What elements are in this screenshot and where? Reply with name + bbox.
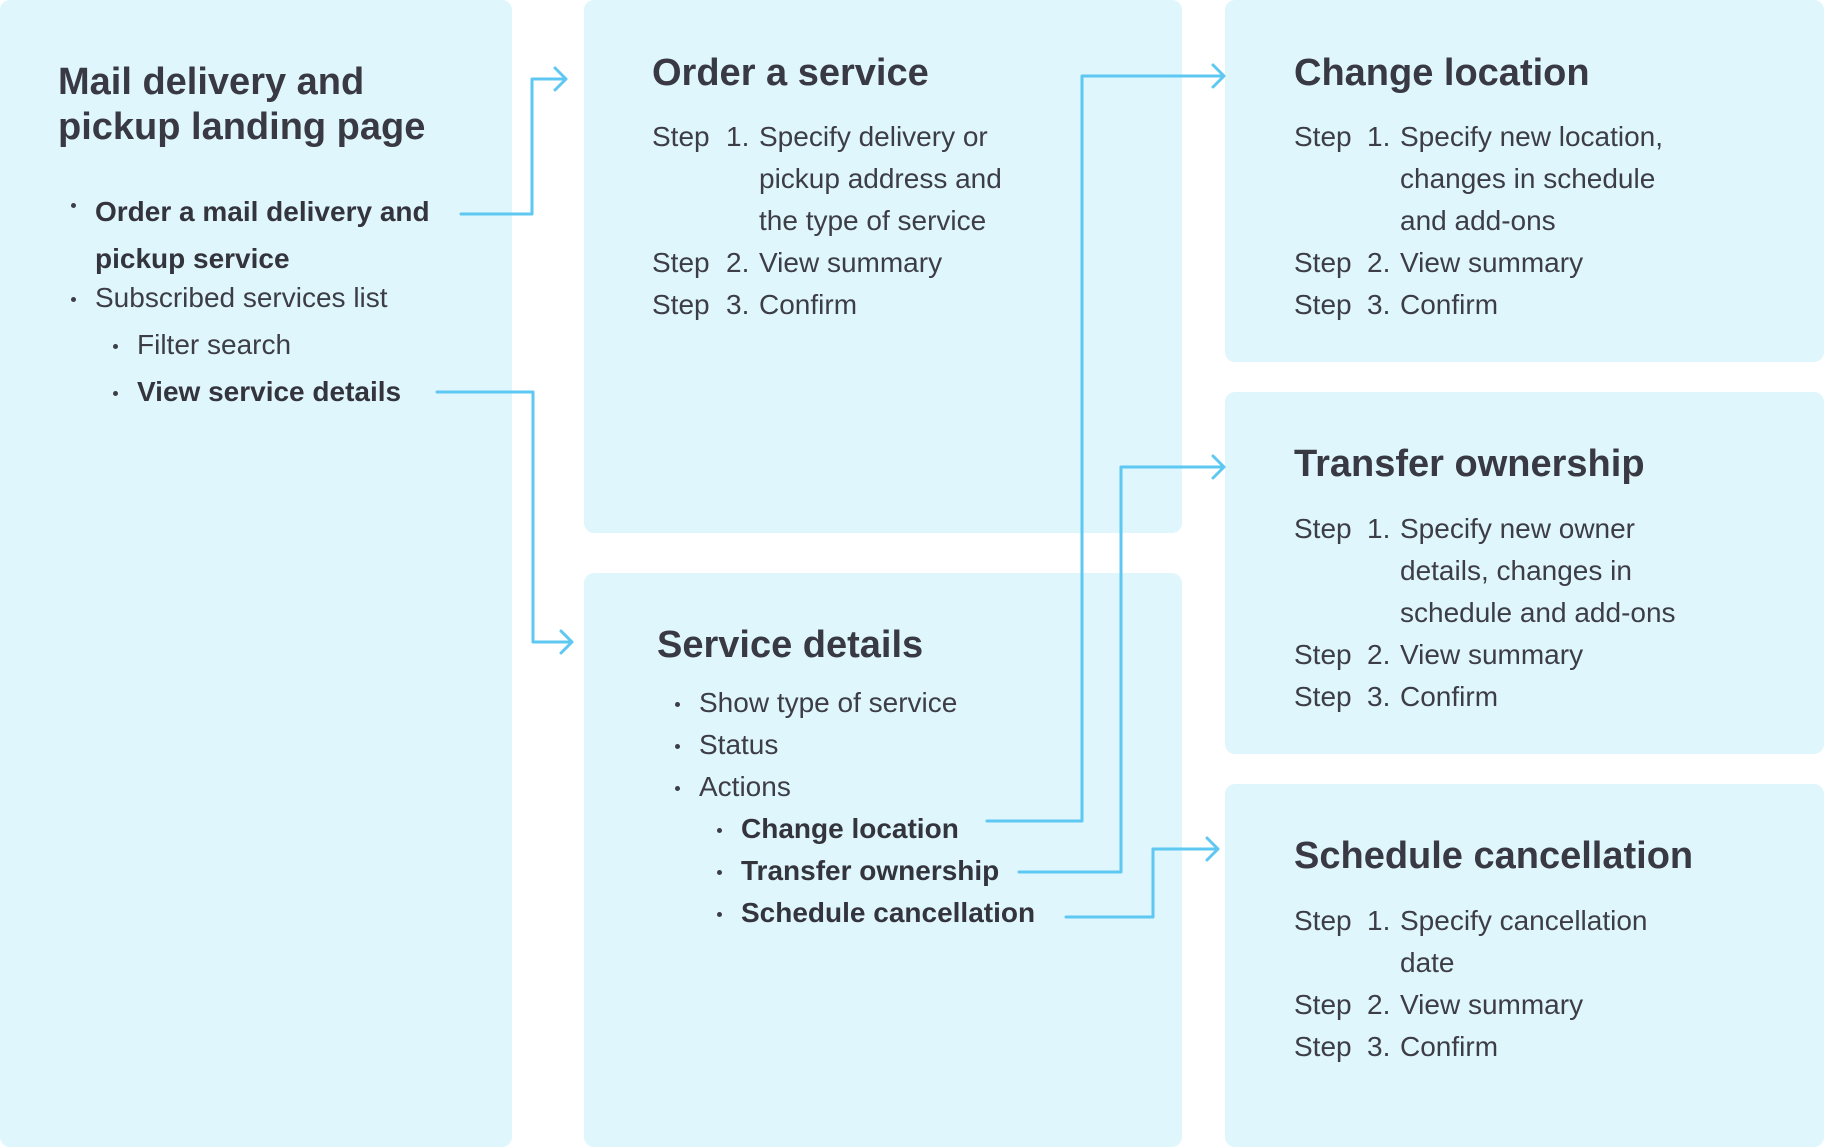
bullet-dot <box>717 870 722 875</box>
transfer-ownership-action[interactable]: Transfer ownership <box>741 855 1000 886</box>
bullet-dot <box>717 828 722 833</box>
bullet-dot <box>675 744 680 749</box>
change-location-panel <box>1225 0 1824 362</box>
transfer-ownership-title: Transfer ownership <box>1294 443 1645 485</box>
bullet-dot <box>113 344 118 349</box>
step-number: 2. <box>726 247 750 278</box>
bullet-dot <box>113 391 118 396</box>
order-link-line1: Order a mail delivery and <box>95 196 430 227</box>
change-location-title: Change location <box>1294 52 1590 94</box>
order-service-title: Order a service <box>652 52 929 94</box>
step-word: Step <box>1294 247 1352 278</box>
status-item: Status <box>699 729 779 760</box>
step-text: Specify cancellation date <box>1400 905 1648 978</box>
step-word: Step <box>652 121 710 152</box>
step-word: Step <box>1294 289 1352 320</box>
bullet-dot <box>675 702 680 707</box>
step-word: Step <box>1294 121 1352 152</box>
step-number: 1. <box>1367 121 1391 152</box>
step-number: 1. <box>1367 513 1391 544</box>
step-text: View summary <box>1400 989 1584 1020</box>
step-text: Specify new owner details, changes in sc… <box>1400 513 1676 628</box>
subscribed-services-list: Subscribed services list <box>95 282 388 313</box>
step-word: Step <box>1294 1031 1352 1062</box>
step-number: 3. <box>1367 289 1391 320</box>
view-service-details-link[interactable]: View service details <box>137 376 402 407</box>
step-text: View summary <box>1400 639 1584 670</box>
arrow-to-schedule-cancellation <box>1064 836 1220 919</box>
step-word: Step <box>1294 905 1352 936</box>
schedule-cancellation-title: Schedule cancellation <box>1294 835 1694 877</box>
show-type-of-service: Show type of service <box>699 687 958 718</box>
arrow-to-change-location <box>985 63 1226 823</box>
bullet-dot <box>71 203 76 208</box>
step-number: 2. <box>1367 639 1391 670</box>
bullet-dot <box>675 786 680 791</box>
step-text: Specify new location, changes in schedul… <box>1400 121 1664 236</box>
step-number: 3. <box>1367 1031 1391 1062</box>
filter-search-link[interactable]: Filter search <box>137 329 292 360</box>
bullet-dot <box>71 297 76 302</box>
step-text: Specify delivery or pickup address and t… <box>759 121 1002 236</box>
step-text: View summary <box>759 247 943 278</box>
step-word: Step <box>1294 639 1352 670</box>
step-number: 2. <box>1367 989 1391 1020</box>
landing-page-panel <box>0 0 512 1147</box>
arrow-order-to-order-service <box>459 66 568 216</box>
service-details-title: Service details <box>657 624 924 666</box>
step-text: Confirm <box>1400 1031 1499 1062</box>
step-number: 3. <box>726 289 750 320</box>
step-word: Step <box>652 289 710 320</box>
landing-title: Mail delivery and pickup landing page <box>58 60 425 150</box>
step-number: 1. <box>726 121 750 152</box>
actions-item: Actions <box>699 771 791 802</box>
landing-title-line1: Mail delivery and <box>58 61 365 103</box>
schedule-cancellation-panel <box>1225 784 1824 1147</box>
step-word: Step <box>1294 681 1352 712</box>
landing-title-line2: pickup landing page <box>58 106 426 148</box>
arrow-details-to-service-details <box>435 390 574 655</box>
step-number: 3. <box>1367 681 1391 712</box>
arrow-to-transfer-ownership <box>1017 454 1226 874</box>
order-link-line2: pickup service <box>95 243 290 274</box>
step-word: Step <box>652 247 710 278</box>
change-location-action[interactable]: Change location <box>741 813 959 844</box>
transfer-ownership-panel <box>1225 392 1824 754</box>
step-text: View summary <box>1400 247 1584 278</box>
step-text: Confirm <box>1400 681 1499 712</box>
step-number: 2. <box>1367 247 1391 278</box>
step-word: Step <box>1294 989 1352 1020</box>
step-text: Confirm <box>759 289 858 320</box>
step-number: 1. <box>1367 905 1391 936</box>
schedule-cancellation-action[interactable]: Schedule cancellation <box>741 897 1036 928</box>
order-mail-service-link[interactable]: Order a mail delivery and pickup service <box>95 188 430 282</box>
bullet-dot <box>717 912 722 917</box>
step-text: Confirm <box>1400 289 1499 320</box>
step-word: Step <box>1294 513 1352 544</box>
